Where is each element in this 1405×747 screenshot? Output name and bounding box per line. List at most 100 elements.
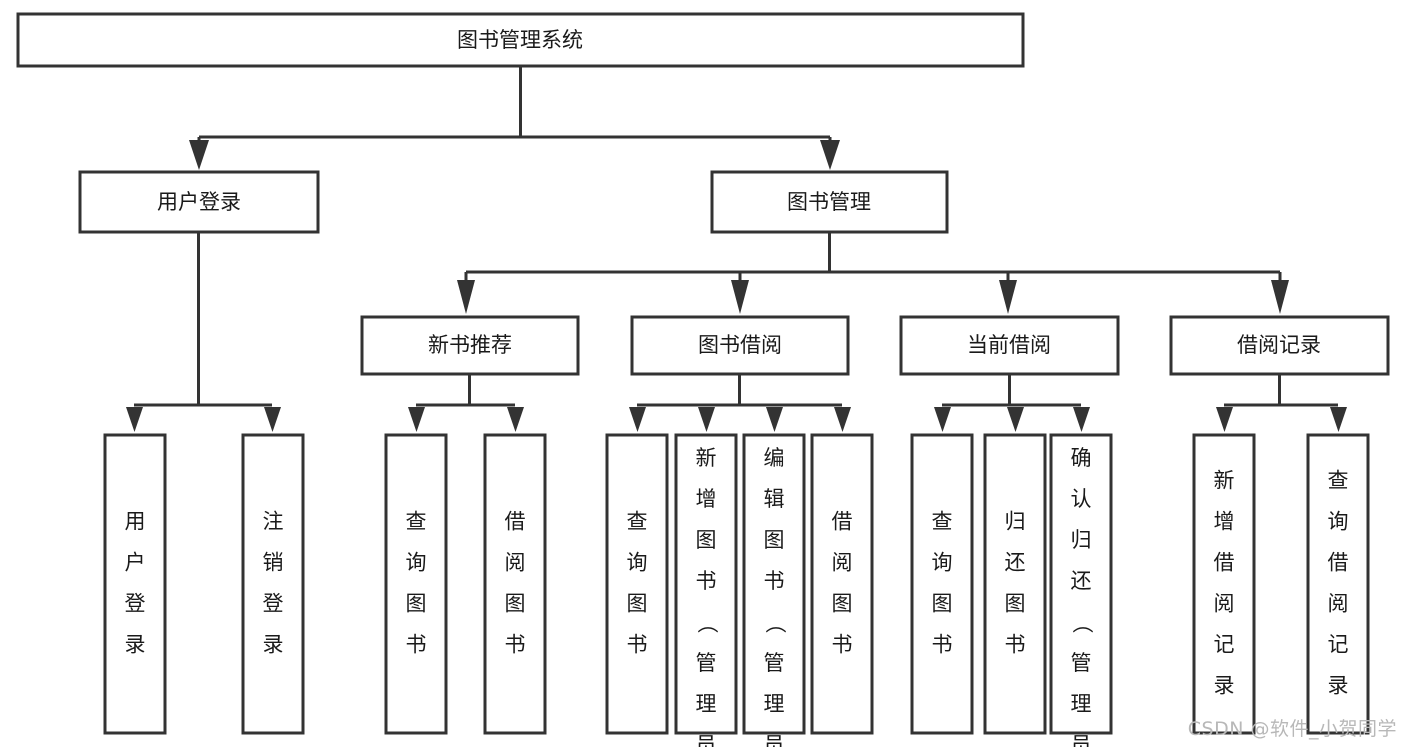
node-leaf-query-book-cb[interactable] — [910, 433, 974, 735]
leaf-label-char: 书 — [505, 633, 526, 657]
node-leaf-borrow-book-rec[interactable] — [483, 433, 547, 735]
leaf-label-char: 书 — [627, 633, 648, 657]
node-leaf-return-book-box[interactable] — [983, 433, 1047, 735]
leaf-label-char: 查 — [1328, 469, 1349, 493]
edge-group-book-borrow — [629, 374, 851, 432]
arrowhead-leaf-query-borrow-record — [1330, 407, 1347, 432]
node-leaf-return-book[interactable] — [983, 433, 1047, 735]
edge-group-book-manage — [457, 232, 1289, 314]
node-leaf-query-borrow-record[interactable] — [1306, 433, 1370, 735]
node-new-book-recommend[interactable]: 新书推荐 — [360, 315, 580, 376]
leaf-label-char: 增 — [696, 487, 717, 511]
leaf-label-char: 借 — [1328, 551, 1349, 575]
leaf-label-char: 图 — [932, 592, 953, 616]
leaf-label-char: 书 — [832, 633, 853, 657]
leaf-label-char: （ — [695, 613, 719, 634]
node-leaf-query-borrow-record-box[interactable] — [1306, 433, 1370, 735]
arrowhead-leaf-query-book-rec — [408, 407, 425, 432]
leaf-label-char: 图 — [505, 592, 526, 616]
leaf-label-char: 阅 — [832, 551, 853, 575]
node-leaf-confirm-return-admin-box[interactable] — [1049, 433, 1113, 735]
watermark: CSDN @软件_小贺同学 — [1187, 718, 1397, 740]
arrowhead-leaf-borrow-book-rec — [507, 407, 524, 432]
leaf-label-char: 户 — [125, 551, 146, 575]
arrowhead-leaf-query-book-bb — [629, 407, 646, 432]
node-new-book-recommend-label: 新书推荐 — [428, 333, 512, 357]
leaf-label-char: 登 — [263, 592, 284, 616]
leaf-label-char: 归 — [1005, 510, 1026, 534]
leaf-label-char: 管 — [764, 651, 785, 675]
node-leaf-add-borrow-record-box[interactable] — [1192, 433, 1256, 735]
leaf-label-layer: 用户登录注销登录查询图书借阅图书查询图书新增图书（管理员）编辑图书（管理员）借阅… — [125, 446, 1349, 747]
node-leaf-edit-book-admin[interactable] — [742, 433, 806, 735]
node-user-login-box[interactable] — [78, 170, 320, 234]
arrowhead-leaf-query-book-cb — [934, 407, 951, 432]
node-leaf-query-book-rec[interactable] — [384, 433, 448, 735]
node-leaf-query-book-cb-box[interactable] — [910, 433, 974, 735]
node-leaf-add-borrow-record[interactable] — [1192, 433, 1256, 735]
node-book-borrow[interactable]: 图书借阅 — [630, 315, 850, 376]
leaf-label-char: 辑 — [764, 487, 785, 511]
leaf-label-char: 管 — [696, 651, 717, 675]
node-leaf-borrow-book-bb-box[interactable] — [810, 433, 874, 735]
leaf-label-char: 认 — [1071, 487, 1092, 511]
node-leaf-edit-book-admin-box[interactable] — [742, 433, 806, 735]
node-leaf-add-book-admin-box[interactable] — [674, 433, 738, 735]
node-leaf-borrow-book-bb[interactable] — [810, 433, 874, 735]
node-current-borrow[interactable]: 当前借阅 — [899, 315, 1120, 376]
node-root[interactable]: 图书管理系统 — [16, 12, 1025, 68]
arrowhead-leaf-edit-book-admin — [766, 407, 783, 432]
arrowhead-leaf-return-book — [1007, 407, 1024, 432]
leaf-label-char: （ — [763, 613, 787, 634]
arrowhead-leaf-user-login — [126, 407, 143, 432]
node-book-manage[interactable]: 图书管理 — [710, 170, 949, 234]
node-root-box[interactable] — [16, 12, 1025, 68]
node-leaf-logout-login-box[interactable] — [241, 433, 305, 735]
node-leaf-borrow-book-rec-box[interactable] — [483, 433, 547, 735]
leaf-label-char: 注 — [263, 510, 284, 534]
node-book-borrow-label: 图书借阅 — [698, 333, 782, 357]
node-leaf-query-book-bb-box[interactable] — [605, 433, 669, 735]
node-leaf-query-book-rec-box[interactable] — [384, 433, 448, 735]
leaf-label-char: 记 — [1328, 633, 1349, 657]
node-leaf-logout-login[interactable] — [241, 433, 305, 735]
leaf-label-char: 图 — [764, 528, 785, 552]
node-borrow-record-box[interactable] — [1169, 315, 1390, 376]
node-leaf-user-login-box[interactable] — [103, 433, 167, 735]
arrowhead-borrow-record — [1271, 280, 1289, 314]
node-leaf-query-book-bb[interactable] — [605, 433, 669, 735]
leaf-label-char: 图 — [832, 592, 853, 616]
arrowhead-leaf-borrow-book-bb — [834, 407, 851, 432]
leaf-label-char: 员 — [764, 733, 785, 747]
node-book-manage-label: 图书管理 — [787, 190, 871, 214]
leaf-label-char: 书 — [932, 633, 953, 657]
leaf-label-char: 借 — [1214, 551, 1235, 575]
leaf-label-char: 查 — [406, 510, 427, 534]
leaf-label-char: 销 — [263, 551, 284, 575]
node-book-borrow-box[interactable] — [630, 315, 850, 376]
node-new-book-recommend-box[interactable] — [360, 315, 580, 376]
node-borrow-record[interactable]: 借阅记录 — [1169, 315, 1390, 376]
leaf-label-char: （ — [1070, 613, 1094, 634]
leaf-label-char: 阅 — [1328, 592, 1349, 616]
node-user-login[interactable]: 用户登录 — [78, 170, 320, 234]
arrowhead-book-manage — [820, 140, 840, 170]
node-leaf-add-book-admin[interactable] — [674, 433, 738, 735]
leaf-label-char: 询 — [406, 551, 427, 575]
arrowhead-leaf-add-book-admin — [698, 407, 715, 432]
node-book-manage-box[interactable] — [710, 170, 949, 234]
node-current-borrow-box[interactable] — [899, 315, 1120, 376]
node-leaf-confirm-return-admin[interactable] — [1049, 433, 1113, 735]
node-leaf-user-login[interactable] — [103, 433, 167, 735]
arrowhead-leaf-add-borrow-record — [1216, 407, 1233, 432]
edge-group-current-borrow — [934, 374, 1090, 432]
leaf-label-char: 理 — [696, 692, 717, 716]
arrowhead-current-borrow — [999, 280, 1017, 314]
arrowhead-leaf-logout-login — [264, 407, 281, 432]
